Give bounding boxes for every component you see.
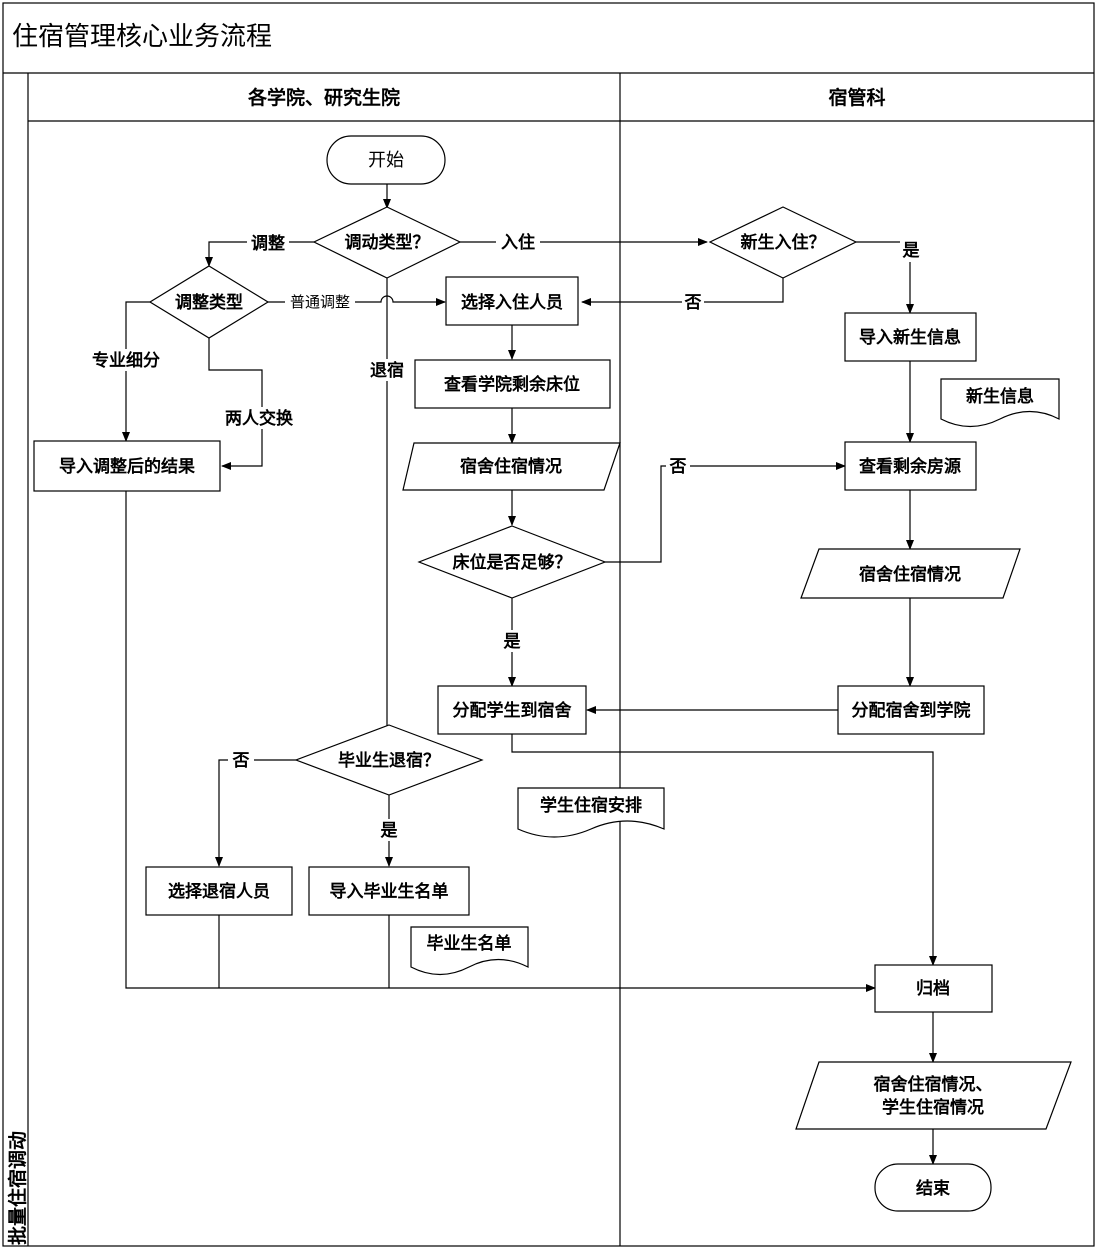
adjust-type-decision: 调整类型 [148, 265, 270, 339]
select-checkout-process: 选择退宿人员 [145, 866, 293, 916]
view-remaining-beds-process: 查看学院剩余床位 [414, 359, 611, 409]
select-checkin-process: 选择入住人员 [445, 276, 579, 326]
svg-text:分配学生到宿舍: 分配学生到宿舍 [453, 700, 572, 721]
svg-text:归档: 归档 [916, 978, 950, 999]
connectors [122, 184, 937, 1165]
svg-text:查看学院剩余床位: 查看学院剩余床位 [443, 374, 580, 395]
lane-header-colleges: 各学院、研究生院 [247, 86, 400, 109]
svg-text:新生信息: 新生信息 [966, 386, 1034, 407]
edge-labels: 调整 入住 是 普通调整 否 专业细分 退宿 两人交换 否 是 否 是 [86, 231, 922, 841]
svg-text:新生入住？: 新生入住？ [741, 232, 826, 253]
edge-label-checkin: 入住 [501, 232, 535, 253]
edge-label-no-new: 否 [684, 293, 702, 313]
graduate-checkout-decision: 毕业生退宿？ [294, 724, 484, 796]
lane-group-label: 批量住宿调动 [6, 1131, 29, 1245]
view-remaining-rooms-process: 查看剩余房源 [844, 441, 977, 491]
svg-text:宿舍住宿情况: 宿舍住宿情况 [460, 456, 562, 477]
move-type-decision: 调动类型？ [312, 206, 462, 279]
edge-label-yes-grad: 是 [381, 821, 398, 841]
final-status-data: 宿舍住宿情况、 学生住宿情况 [795, 1061, 1072, 1130]
svg-text:导入调整后的结果: 导入调整后的结果 [59, 456, 195, 477]
svg-text:调动类型？: 调动类型？ [345, 232, 430, 253]
import-freshman-process: 导入新生信息 [844, 312, 977, 362]
edge-label-no-beds: 否 [669, 457, 687, 477]
graduates-list-document: 毕业生名单 [410, 926, 529, 976]
edge-label-checkout: 退宿 [370, 360, 404, 381]
import-adjusted-result-process: 导入调整后的结果 [33, 440, 221, 492]
svg-text:分配宿舍到学院: 分配宿舍到学院 [852, 700, 971, 721]
svg-text:宿舍住宿情况、: 宿舍住宿情况、 [874, 1074, 993, 1095]
start-terminal: 开始 [326, 135, 446, 185]
svg-text:宿舍住宿情况: 宿舍住宿情况 [859, 564, 961, 585]
diagram-title: 住宿管理核心业务流程 [12, 22, 272, 52]
freshman-info-document: 新生信息 [940, 378, 1060, 428]
svg-text:选择退宿人员: 选择退宿人员 [168, 881, 270, 902]
edge-label-yes-beds: 是 [504, 632, 521, 652]
edge-label-no-grad: 否 [232, 751, 250, 771]
svg-text:学生住宿情况: 学生住宿情况 [882, 1097, 984, 1118]
dorm-status-data: 宿舍住宿情况 [402, 442, 621, 491]
svg-text:床位是否足够？: 床位是否足够？ [453, 552, 572, 573]
assign-student-process: 分配学生到宿舍 [437, 685, 587, 735]
svg-text:毕业生退宿？: 毕业生退宿？ [338, 750, 440, 771]
svg-text:导入毕业生名单: 导入毕业生名单 [330, 881, 449, 902]
svg-text:毕业生名单: 毕业生名单 [427, 933, 512, 954]
edge-label-swap: 两人交换 [225, 408, 294, 429]
edge-label-major: 专业细分 [92, 350, 160, 371]
beds-enough-decision: 床位是否足够？ [417, 525, 607, 599]
svg-text:选择入住人员: 选择入住人员 [461, 292, 563, 313]
end-terminal: 结束 [874, 1163, 992, 1212]
student-arrangement-document: 学生住宿安排 [517, 787, 665, 838]
archive-process: 归档 [874, 964, 993, 1013]
edge-label-adjust: 调整 [251, 233, 285, 254]
dorm-status-data-2: 宿舍住宿情况 [800, 548, 1021, 599]
svg-text:学生住宿安排: 学生住宿安排 [540, 795, 642, 816]
svg-text:调整类型: 调整类型 [175, 292, 243, 313]
freshman-checkin-decision: 新生入住？ [708, 206, 858, 279]
svg-text:导入新生信息: 导入新生信息 [859, 327, 961, 348]
edge-label-yes-new: 是 [903, 241, 920, 261]
svg-text:查看剩余房源: 查看剩余房源 [858, 456, 961, 477]
import-graduates-process: 导入毕业生名单 [308, 866, 470, 916]
svg-text:结束: 结束 [916, 1178, 950, 1199]
lane-header-dorm-office: 宿管科 [828, 86, 885, 109]
edge-label-normal-adjust: 普通调整 [290, 293, 350, 311]
svg-text:开始: 开始 [368, 150, 404, 171]
assign-dorm-to-college-process: 分配宿舍到学院 [837, 685, 985, 735]
